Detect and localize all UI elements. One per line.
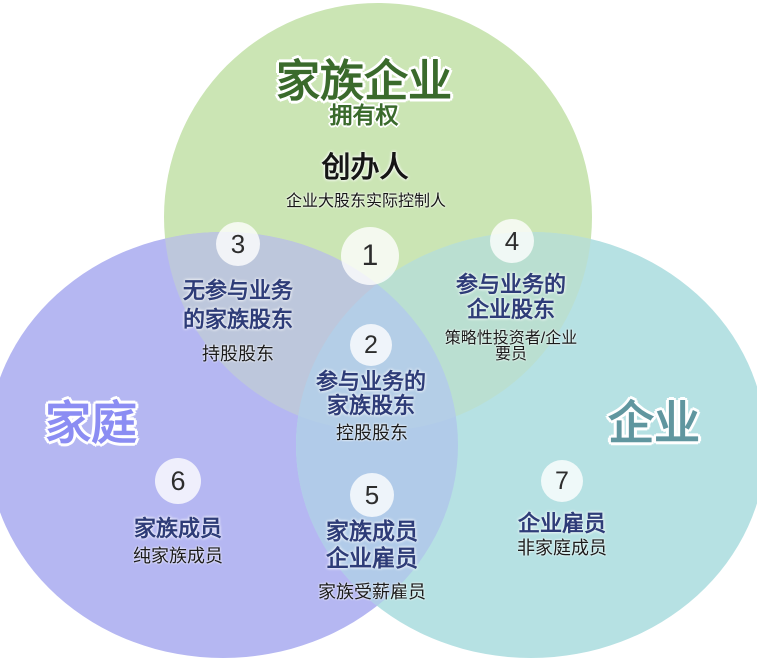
region-1-badge: 1: [341, 227, 399, 285]
region-3-badge: 3: [216, 222, 260, 266]
region-7-title: 企业雇员: [517, 511, 607, 536]
region-1-number: 1: [361, 239, 379, 272]
family-business-title: 家族企业: [276, 57, 452, 106]
region-6-subtitle: 纯家族成员: [133, 546, 223, 566]
region-4-number: 4: [504, 225, 520, 256]
region-2-number: 2: [364, 330, 378, 359]
region-5-number: 5: [364, 479, 380, 510]
region-4-badge: 4: [490, 219, 534, 263]
region-2-badge: 2: [350, 324, 392, 366]
region-4-title: 参与业务的 企业股东: [455, 272, 567, 322]
region-7-number: 7: [555, 466, 569, 495]
founder-description: 企业大股东实际控制人: [285, 193, 447, 210]
ownership-label: 拥有权: [329, 102, 399, 128]
founder-heading: 创办人: [321, 152, 409, 184]
family-circle-label: 家庭: [45, 397, 137, 449]
region-3-subtitle: 持股股东: [202, 344, 274, 364]
region-5-subtitle: 家族受薪雇员: [318, 582, 426, 602]
region-6-title: 家族成员: [133, 516, 223, 541]
region-3-title: 无参与业务 的家族股东: [182, 278, 294, 332]
region-5-title: 家族成员 企业雇员: [326, 518, 418, 571]
overlap-center: [296, 232, 458, 431]
region-2-subtitle: 控股股东: [336, 423, 408, 443]
region-7-subtitle: 非家庭成员: [517, 538, 607, 558]
region-5-badge: 5: [350, 473, 394, 517]
region-6-number: 6: [170, 465, 186, 496]
region-4-subtitle: 策略性投资者/企业 要员: [444, 330, 578, 363]
region-7-badge: 7: [541, 460, 583, 502]
region-3-number: 3: [230, 228, 246, 259]
region-6-badge: 6: [155, 458, 201, 504]
region-2-title: 参与业务的 家族股东: [315, 369, 427, 418]
business-circle-label: 企业: [608, 397, 700, 449]
